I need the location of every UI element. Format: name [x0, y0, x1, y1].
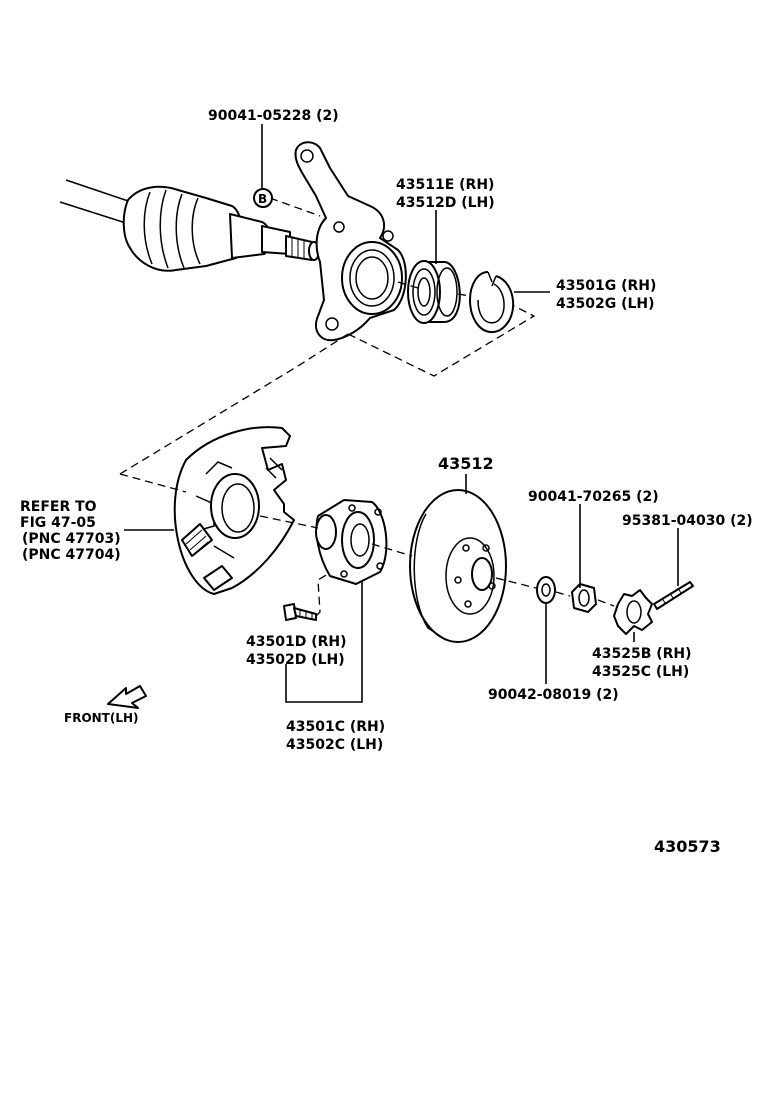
b-marker-circle — [253, 188, 273, 208]
label-90041-05228: 90041-05228 (2) — [208, 108, 339, 124]
label-43501c: 43501C (RH) — [286, 719, 385, 735]
label-90042-08019: 90042-08019 (2) — [488, 687, 619, 703]
label-front-lh: FRONT(LH) — [64, 711, 139, 725]
label-pnc-47703: (PNC 47703) — [22, 531, 121, 547]
label-43501d: 43501D (RH) — [246, 634, 347, 650]
figure-number: 430573 — [654, 837, 721, 856]
steering-knuckle — [294, 141, 407, 342]
label-refer-to: REFER TO — [20, 499, 97, 515]
label-43502d: 43502D (LH) — [246, 652, 345, 668]
cotter-pin — [653, 581, 694, 610]
label-43502g: 43502G (LH) — [556, 296, 655, 312]
snap-ring — [469, 271, 515, 333]
front-arrow-icon — [107, 685, 147, 709]
label-95381-04030: 95381-04030 (2) — [622, 513, 753, 529]
label-43525c: 43525C (LH) — [592, 664, 689, 680]
lock-cap — [613, 589, 653, 635]
label-43501g: 43501G (RH) — [556, 278, 656, 294]
hub-bearing — [407, 260, 461, 324]
label-b-marker: B — [258, 192, 267, 206]
dust-cover — [173, 426, 295, 595]
disc-rotor — [409, 489, 507, 643]
label-43512: 43512 — [438, 454, 494, 473]
hub-nut — [571, 583, 597, 613]
assembly-lines — [119, 197, 615, 617]
label-pnc-47704: (PNC 47704) — [22, 547, 121, 563]
axle-hub — [315, 499, 388, 585]
leader-lines — [124, 124, 679, 703]
drive-shaft — [59, 179, 320, 272]
label-90041-70265: 90041-70265 (2) — [528, 489, 659, 505]
label-43525b: 43525B (RH) — [592, 646, 692, 662]
washer — [536, 576, 556, 604]
label-43512d: 43512D (LH) — [396, 195, 495, 211]
hub-bolt — [283, 603, 317, 621]
label-43511e: 43511E (RH) — [396, 177, 494, 193]
label-43502c: 43502C (LH) — [286, 737, 383, 753]
label-fig: FIG 47-05 — [20, 515, 96, 531]
